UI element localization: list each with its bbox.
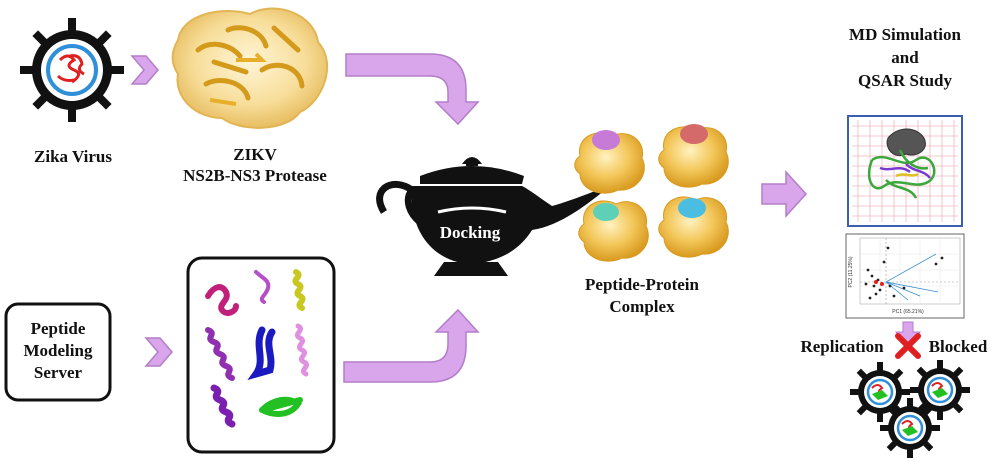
docking-label: Docking bbox=[440, 223, 501, 242]
peptide-4 bbox=[205, 327, 235, 381]
zika-virus-label: Zika Virus bbox=[34, 147, 112, 166]
pca-xlabel: PC1 (65.21%) bbox=[892, 309, 924, 315]
md-protein-ribbon bbox=[867, 149, 936, 199]
complex-1 bbox=[574, 130, 645, 194]
complex-label-line2: Complex bbox=[609, 297, 675, 316]
blocked-label: Blocked bbox=[929, 337, 988, 356]
peptide-2 bbox=[254, 270, 271, 304]
peptide-3 bbox=[292, 269, 306, 311]
md-title-line1: MD Simulation bbox=[849, 25, 961, 44]
blocked-virus-1 bbox=[850, 362, 910, 422]
blocked-virus-2 bbox=[910, 360, 970, 420]
md-title-line3: QSAR Study bbox=[858, 71, 953, 90]
docking-lamp-icon bbox=[376, 157, 610, 276]
protease-label-line2: NS2B-NS3 Protease bbox=[183, 166, 327, 185]
peptide-server-line2: Modeling bbox=[24, 341, 93, 360]
arrow-virus-to-protease bbox=[130, 55, 159, 85]
qsar-pca-panel bbox=[845, 233, 965, 319]
protease-label-line1: ZIKV bbox=[233, 145, 277, 164]
arrow-peptides-to-docking bbox=[343, 308, 480, 383]
arrow-protease-to-docking bbox=[345, 53, 480, 126]
md-title-line2: and bbox=[891, 48, 919, 67]
peptide-server-line3: Server bbox=[34, 363, 83, 382]
peptide-server-box bbox=[4, 302, 112, 402]
protease-structure bbox=[171, 7, 329, 129]
arrow-server-to-peptides bbox=[144, 337, 173, 367]
peptide-8 bbox=[259, 396, 303, 417]
arrow-complex-to-md bbox=[761, 170, 808, 218]
blocked-virus-3 bbox=[880, 398, 940, 458]
md-ligand bbox=[886, 128, 926, 156]
complex-3 bbox=[578, 200, 649, 262]
pca-points bbox=[864, 246, 944, 300]
complex-label-line1: Peptide-Protein bbox=[585, 275, 699, 294]
peptide-6 bbox=[294, 323, 310, 377]
pca-ylabel: PC2 (11.25%) bbox=[848, 256, 854, 287]
peptide-server-line1: Peptide bbox=[31, 319, 86, 338]
zika-virus-icon bbox=[20, 18, 124, 122]
peptide-structures bbox=[205, 269, 310, 428]
peptide-5 bbox=[247, 326, 276, 381]
complex-2 bbox=[658, 124, 729, 188]
blocked-x-icon bbox=[895, 333, 921, 359]
complex-4 bbox=[658, 196, 729, 258]
md-simulation-panel bbox=[847, 115, 963, 227]
peptide-1 bbox=[205, 284, 239, 316]
replication-label: Replication bbox=[800, 337, 884, 356]
complex-structures bbox=[574, 124, 729, 262]
peptide-7 bbox=[210, 384, 236, 428]
